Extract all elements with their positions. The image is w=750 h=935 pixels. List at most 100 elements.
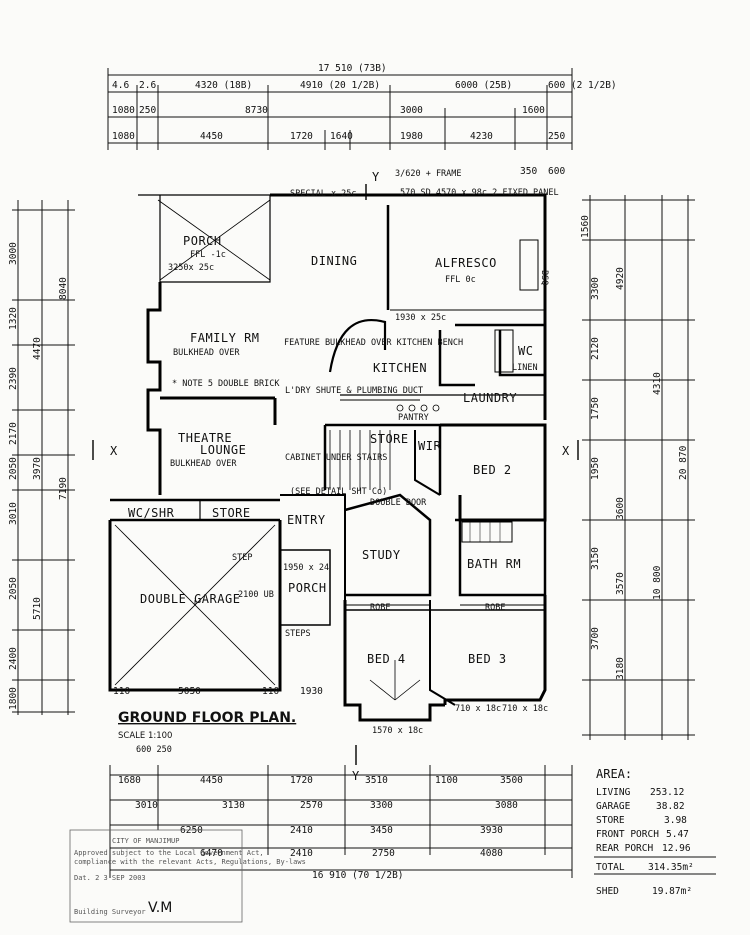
room-entry: ENTRY <box>287 513 326 527</box>
bot-r1-d: 3510 <box>365 775 388 786</box>
dim-top-2: 2.6 <box>139 80 156 91</box>
note-feature-bulkhead: FEATURE BULKHEAD OVER KITCHEN BENCH <box>284 338 463 348</box>
bot-overall: 16 910 (70 1/2B) <box>312 870 404 881</box>
room-bed2: BED 2 <box>473 463 512 477</box>
dim-row3-f: 4230 <box>470 131 493 142</box>
bot-r2-c: 2570 <box>300 800 323 811</box>
dim-row3-d: 1640 <box>330 131 353 142</box>
left-dim-14: 7190 <box>58 477 69 500</box>
area-value-living: 253.12 <box>650 787 684 798</box>
bot-r2-a: 3010 <box>135 800 158 811</box>
bay-dim-1: 1570 x 18c <box>372 726 423 736</box>
bottom-dims-text: 1680 4450 1720 3510 1100 3500 3010 3130 … <box>118 775 523 881</box>
right-dim-5: 1750 <box>590 397 601 420</box>
left-dim-9: 1800 <box>8 687 19 710</box>
dim-row4-a: 350 <box>520 166 537 177</box>
room-porch-ffl: FFL -1c <box>190 250 226 260</box>
right-dim-2: 4920 <box>615 267 626 290</box>
note-step: STEP <box>232 553 252 563</box>
dim-row3-a: 1080 <box>112 131 135 142</box>
area-label-living: LIVING <box>596 787 631 798</box>
note-see-detail: (SEE DETAIL SHT Co) <box>290 487 387 497</box>
area-value-front-porch: 5.47 <box>666 829 689 840</box>
dim-top-5: 6000 (25B) <box>455 80 512 91</box>
porch-width: 1930 <box>300 686 323 697</box>
bot-r3-d: 3930 <box>480 825 503 836</box>
stamp-date: Dat. 2 3 SEP 2003 <box>74 874 146 882</box>
section-y-bottom: Y <box>352 769 360 783</box>
dim-top-6: 600 (2 1/2B) <box>548 80 617 91</box>
dim-row2-e: 1600 <box>522 105 545 116</box>
bot-r1-a: 1680 <box>118 775 141 786</box>
dim-row2-c: 8730 <box>245 105 268 116</box>
dim-row2-d: 3000 <box>400 105 423 116</box>
right-dims-text: 1560 4920 3300 2120 1750 4310 1950 3600 … <box>580 215 689 680</box>
room-garage: DOUBLE GARAGE <box>140 592 240 606</box>
right-dim-3: 3300 <box>590 277 601 300</box>
room-robe-1: ROBE <box>370 603 390 613</box>
dim-overall-top: 17 510 (73B) <box>318 63 387 74</box>
note-bulkhead-family: BULKHEAD OVER <box>173 348 240 358</box>
area-total-label: TOTAL <box>596 862 625 873</box>
area-value-store: 3.98 <box>664 815 687 826</box>
left-dim-4: 2170 <box>8 422 19 445</box>
note-ldry-chute: L'DRY SHUTE & PLUMBING DUCT <box>285 386 423 396</box>
bot-r3-c: 3450 <box>370 825 393 836</box>
note-cabinet-stairs: CABINET UNDER STAIRS <box>285 453 387 463</box>
note-special: SPECIAL x 25c <box>290 189 357 199</box>
left-dim-8: 2400 <box>8 647 19 670</box>
left-dim-6: 3010 <box>8 502 19 525</box>
room-store-garage: STORE <box>212 506 251 520</box>
dim-row3-c: 1720 <box>290 131 313 142</box>
right-dim-4: 2120 <box>590 337 601 360</box>
room-porch-front: PORCH <box>288 581 327 595</box>
dim-row2-a: 1080 <box>112 105 135 116</box>
area-label-store: STORE <box>596 815 625 826</box>
area-value-garage: 38.82 <box>656 801 685 812</box>
note-frame: 3/620 + FRAME <box>395 169 462 179</box>
garage-side-2: 110 <box>262 686 279 697</box>
area-label-rear-porch: REAR PORCH <box>596 843 653 854</box>
top-dimension-lines <box>107 68 573 150</box>
bot-r4-c: 2750 <box>372 848 395 859</box>
left-dim-11: 3970 <box>32 457 43 480</box>
bot-r4-a: 6470 <box>200 848 223 859</box>
dim-row3-b: 4450 <box>200 131 223 142</box>
dim-row3-g: 250 <box>548 131 565 142</box>
right-dim-8: 3600 <box>615 497 626 520</box>
room-alfresco-ffl: FFL 0c <box>445 275 476 285</box>
area-label-garage: GARAGE <box>596 801 631 812</box>
right-dim-6: 4310 <box>652 372 663 395</box>
walls <box>108 193 547 722</box>
bot-r4-d: 4080 <box>480 848 503 859</box>
note-fixed-panel: 570 SD 4570 x 98c 2 FIXED PANEL <box>400 188 559 198</box>
room-alfresco: ALFRESCO <box>435 256 497 270</box>
left-dim-2: 1320 <box>8 307 19 330</box>
section-x-left: X <box>110 444 118 458</box>
area-heading: AREA: <box>596 767 632 781</box>
right-dim-11: 3700 <box>590 627 601 650</box>
bot-r2-b: 3130 <box>222 800 245 811</box>
right-dim-10: 3570 <box>615 572 626 595</box>
dim-row2-b: 250 <box>139 105 156 116</box>
stamp-surveyor: Building Surveyor <box>74 908 146 916</box>
right-dim-1: 1560 <box>580 215 591 238</box>
room-store-mid: STORE <box>370 432 409 446</box>
room-family: FAMILY RM <box>190 331 260 345</box>
bot-r2-d: 3300 <box>370 800 393 811</box>
note-rolla: 2100 UB <box>238 590 274 600</box>
room-labels: PORCH FFL -1c 3250x 25c DINING ALFRESCO … <box>128 169 559 666</box>
note-double-door: DOUBLE DOOR <box>370 498 427 508</box>
left-dim-7: 2050 <box>8 577 19 600</box>
room-study: STUDY <box>362 548 401 562</box>
bot-r3-b: 2410 <box>290 825 313 836</box>
room-linen: LINEN <box>512 363 538 373</box>
room-lounge: LOUNGE <box>200 443 246 457</box>
left-dim-13: 8040 <box>58 277 69 300</box>
stamp-council: CITY OF MANJIMUP <box>112 837 179 845</box>
left-dim-5: 2050 <box>8 457 19 480</box>
room-kitchen: KITCHEN <box>373 361 427 375</box>
bot-r1-c: 1720 <box>290 775 313 786</box>
note-alfresco-dim: 1930 x 25c <box>395 313 446 323</box>
area-value-rear-porch: 12.96 <box>662 843 691 854</box>
